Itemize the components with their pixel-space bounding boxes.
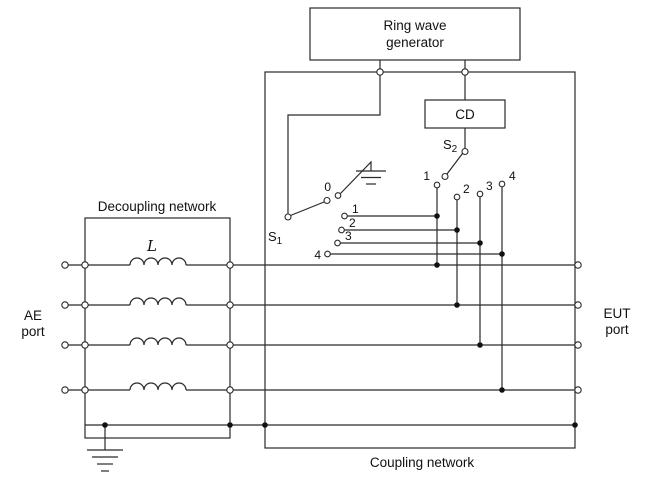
s1-contact-2 [338, 226, 345, 234]
coupling-device-label: CD [455, 107, 475, 122]
s1-contact-label-2: 2 [349, 216, 356, 230]
s1-contact-0 [334, 192, 342, 199]
s2-contact-2 [453, 193, 461, 201]
s1-contact-label-0: 0 [324, 180, 331, 194]
junction-dot [499, 251, 505, 257]
wire-generator-to-s1 [287, 60, 381, 215]
generator-terminal-left [376, 68, 384, 76]
junction-dot [477, 342, 483, 348]
s1-contact-label-1: 1 [352, 202, 359, 216]
switch-s1-label-sub: 1 [277, 236, 283, 247]
decoupling-terminal [81, 386, 89, 394]
switch-s2-label-main: S [443, 137, 452, 152]
inductor-label: L [146, 237, 157, 255]
decoupling-terminal [226, 386, 234, 394]
s2-pole [461, 147, 469, 156]
inductor-4 [129, 382, 187, 391]
junction-dot [454, 227, 460, 233]
s1-contact-1 [341, 212, 348, 220]
s1-contact-label-4: 4 [314, 248, 321, 262]
inductor-1 [129, 257, 187, 266]
decoupling-terminal [226, 261, 234, 269]
eut-port-label-line1: EUT [604, 306, 631, 321]
junction-dot [499, 387, 505, 393]
s2-contact-label-4: 4 [509, 169, 516, 183]
eut-port-label-line2: port [605, 322, 629, 337]
junction-dot [227, 422, 233, 428]
s2-arm-end [441, 172, 449, 181]
wire-s1-contact0-to-earth [340, 160, 372, 194]
eut-port-terminal [574, 386, 582, 394]
decoupling-terminal [226, 301, 234, 309]
junction-dot [434, 213, 440, 219]
switch-s1-label: S1 [268, 229, 283, 247]
s2-contact-1 [433, 181, 441, 189]
junction-dot [102, 422, 108, 428]
junction-dot [477, 240, 483, 246]
junction-dot [262, 422, 268, 428]
s2-arm [446, 153, 463, 175]
s1-arm [290, 201, 325, 217]
ring-wave-generator-box [309, 7, 521, 61]
s1-pole [284, 213, 292, 221]
ae-port-terminal [61, 341, 69, 349]
junction-dot [454, 302, 460, 308]
coupling-network-label: Coupling network [370, 455, 475, 470]
ae-port-terminal [61, 261, 69, 269]
ae-port-label-line2: port [21, 324, 45, 339]
switch-s2-label-sub: 2 [452, 144, 458, 155]
generator-title-line1: Ring wave [383, 18, 446, 33]
inductor-3 [129, 337, 187, 346]
junction-dot [572, 422, 578, 428]
decoupling-network-label: Decoupling network [98, 199, 217, 214]
s1-arm-end [323, 196, 331, 205]
decoupling-terminal [81, 261, 89, 269]
s2-contact-label-1: 1 [423, 169, 430, 183]
decoupling-terminal [226, 341, 234, 349]
s1-contact-3 [334, 239, 341, 247]
inductor-2 [129, 297, 187, 306]
decoupling-terminal [81, 301, 89, 309]
switch-s1-label-main: S [268, 229, 277, 244]
eut-port-terminal [574, 301, 582, 309]
decoupling-terminal [81, 341, 89, 349]
ae-port-label-line1: AE [24, 308, 42, 323]
s1-contact-4 [324, 250, 331, 258]
s2-contact-4 [498, 180, 506, 188]
ae-port-terminal [61, 386, 69, 394]
generator-terminal-right [461, 68, 469, 76]
ae-port-terminal [61, 301, 69, 309]
coupling-network-box [264, 71, 576, 449]
eut-port-terminal [574, 261, 582, 269]
s1-contact-label-3: 3 [345, 229, 352, 243]
junction-dot [434, 262, 440, 268]
decoupling-network-box [84, 217, 231, 439]
eut-port-terminal [574, 341, 582, 349]
generator-title-line2: generator [386, 35, 444, 50]
s2-contact-label-3: 3 [486, 179, 493, 193]
switch-s2-label: S2 [443, 137, 458, 155]
s2-contact-label-2: 2 [463, 182, 470, 196]
s2-contact-3 [476, 190, 484, 198]
